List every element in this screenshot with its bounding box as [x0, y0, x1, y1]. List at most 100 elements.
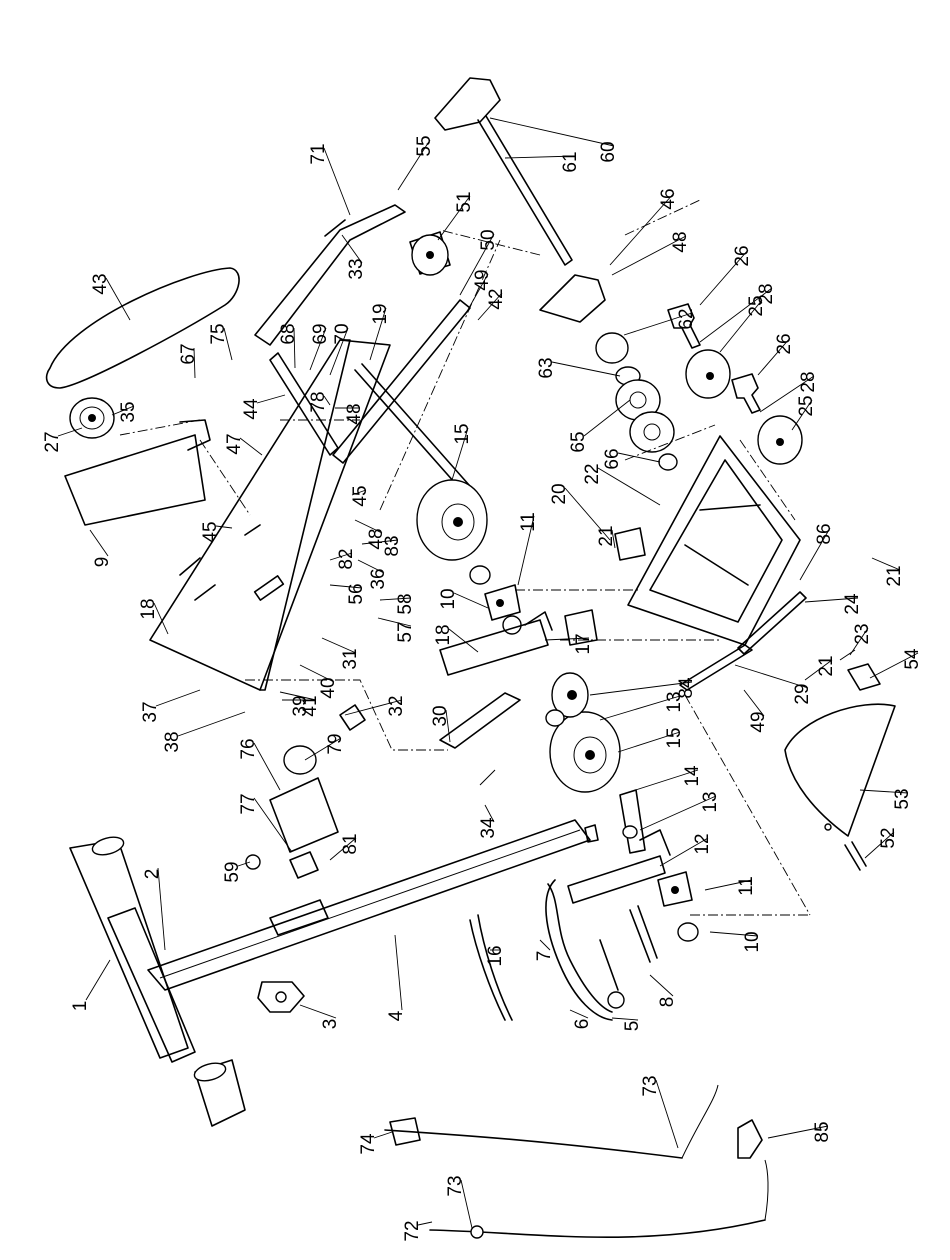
part-label-27: 27 — [42, 431, 63, 452]
part-wheels-25 — [686, 350, 802, 464]
leader-line-5 — [612, 1018, 638, 1020]
leader-line-76 — [254, 743, 280, 790]
part-label-63: 63 — [536, 357, 557, 378]
part-label-76: 76 — [238, 738, 259, 759]
part-label-11a: 11 — [518, 512, 539, 532]
part-labels: 1234567891010111112131314151516171818192… — [42, 135, 923, 1241]
part-label-35: 35 — [118, 401, 139, 422]
leader-line-25a — [720, 300, 762, 352]
leader-line-31 — [322, 638, 356, 653]
part-label-32: 32 — [386, 695, 407, 716]
part-label-85: 85 — [812, 1121, 833, 1142]
part-label-34: 34 — [478, 817, 499, 839]
part-label-77: 77 — [238, 793, 259, 814]
leader-line-2 — [158, 868, 165, 950]
leader-line-65 — [584, 400, 630, 436]
part-label-62: 62 — [676, 308, 697, 329]
part-label-58: 58 — [395, 593, 416, 614]
part-frame-plate — [150, 340, 390, 690]
leader-line-29 — [735, 665, 808, 688]
part-label-49b: 49 — [748, 711, 769, 732]
part-label-50: 50 — [478, 229, 499, 250]
part-motor-pulley — [70, 398, 114, 438]
part-label-17: 17 — [573, 633, 594, 654]
leader-line-3 — [300, 1005, 336, 1018]
part-label-4: 4 — [386, 1010, 407, 1021]
part-label-23: 23 — [852, 623, 873, 644]
leader-line-4 — [395, 935, 402, 1010]
part-label-12: 12 — [692, 833, 713, 854]
part-label-74: 74 — [358, 1133, 379, 1155]
part-label-81: 81 — [340, 833, 361, 854]
leader-line-46 — [610, 193, 674, 265]
part-label-44: 44 — [241, 398, 262, 420]
part-label-78: 78 — [308, 391, 329, 412]
part-label-25b: 25 — [796, 395, 817, 416]
part-label-43: 43 — [90, 273, 111, 294]
part-label-24: 24 — [842, 593, 863, 615]
part-label-21b: 21 — [884, 565, 905, 586]
leader-line-22 — [598, 468, 660, 505]
part-label-28b: 28 — [798, 371, 819, 392]
leader-line-37 — [156, 690, 200, 706]
part-label-51: 51 — [454, 191, 475, 212]
part-label-14: 14 — [682, 765, 703, 787]
part-label-52: 52 — [878, 827, 899, 848]
part-label-20: 20 — [549, 483, 570, 504]
part-label-49a: 49 — [472, 269, 493, 290]
leader-line-1 — [86, 960, 110, 1000]
part-label-54: 54 — [902, 648, 923, 670]
part-label-48b: 48 — [344, 403, 365, 424]
part-upright-and-handlebar — [148, 820, 590, 990]
leader-line-9 — [90, 530, 108, 556]
part-label-73b: 73 — [445, 1175, 466, 1196]
part-label-31: 31 — [340, 648, 361, 669]
part-label-37: 37 — [140, 701, 161, 722]
leader-line-8 — [650, 975, 673, 996]
part-label-53: 53 — [892, 788, 913, 809]
leader-line-66 — [618, 453, 660, 462]
part-switch-54 — [840, 650, 880, 690]
part-label-86: 86 — [814, 523, 835, 544]
part-label-1: 1 — [70, 1001, 91, 1012]
part-label-10a: 10 — [438, 588, 459, 609]
part-label-19: 19 — [370, 303, 391, 324]
part-label-28a: 28 — [756, 283, 777, 304]
part-label-16: 16 — [485, 945, 506, 966]
part-label-18a: 18 — [138, 598, 159, 619]
part-knob — [258, 982, 304, 1012]
part-label-7: 7 — [534, 951, 555, 962]
part-roller-51 — [410, 232, 450, 275]
leader-line-38 — [178, 712, 245, 736]
part-label-18b: 18 — [433, 624, 454, 645]
part-label-8: 8 — [657, 997, 678, 1008]
leader-line-26a — [700, 250, 748, 305]
part-pulse-grip — [546, 880, 624, 1020]
part-label-9: 9 — [92, 557, 113, 568]
part-label-83: 83 — [382, 535, 403, 556]
part-label-45a: 45 — [350, 485, 371, 506]
part-label-66: 66 — [602, 448, 623, 469]
leader-line-10a — [454, 593, 488, 608]
leader-line-71 — [324, 148, 350, 215]
leader-line-40 — [300, 665, 334, 682]
part-label-72: 72 — [402, 1220, 423, 1241]
part-label-22: 22 — [582, 463, 603, 484]
leader-line-73a — [656, 1080, 678, 1148]
part-label-59: 59 — [222, 861, 243, 882]
part-label-67: 67 — [178, 343, 199, 364]
leader-line-63 — [552, 362, 620, 376]
leader-line-73b — [461, 1180, 472, 1228]
part-label-11b: 11 — [736, 876, 757, 896]
leader-line-7 — [540, 940, 550, 950]
part-label-40: 40 — [318, 677, 339, 698]
part-label-79: 79 — [325, 733, 346, 754]
part-bolt-52 — [845, 842, 866, 870]
part-console-76 — [246, 746, 338, 878]
part-label-15a: 15 — [452, 423, 473, 444]
part-label-84: 84 — [676, 677, 697, 699]
part-cover-53 — [785, 704, 895, 836]
part-label-21c: 21 — [816, 655, 837, 676]
part-pin-8 — [630, 906, 657, 962]
